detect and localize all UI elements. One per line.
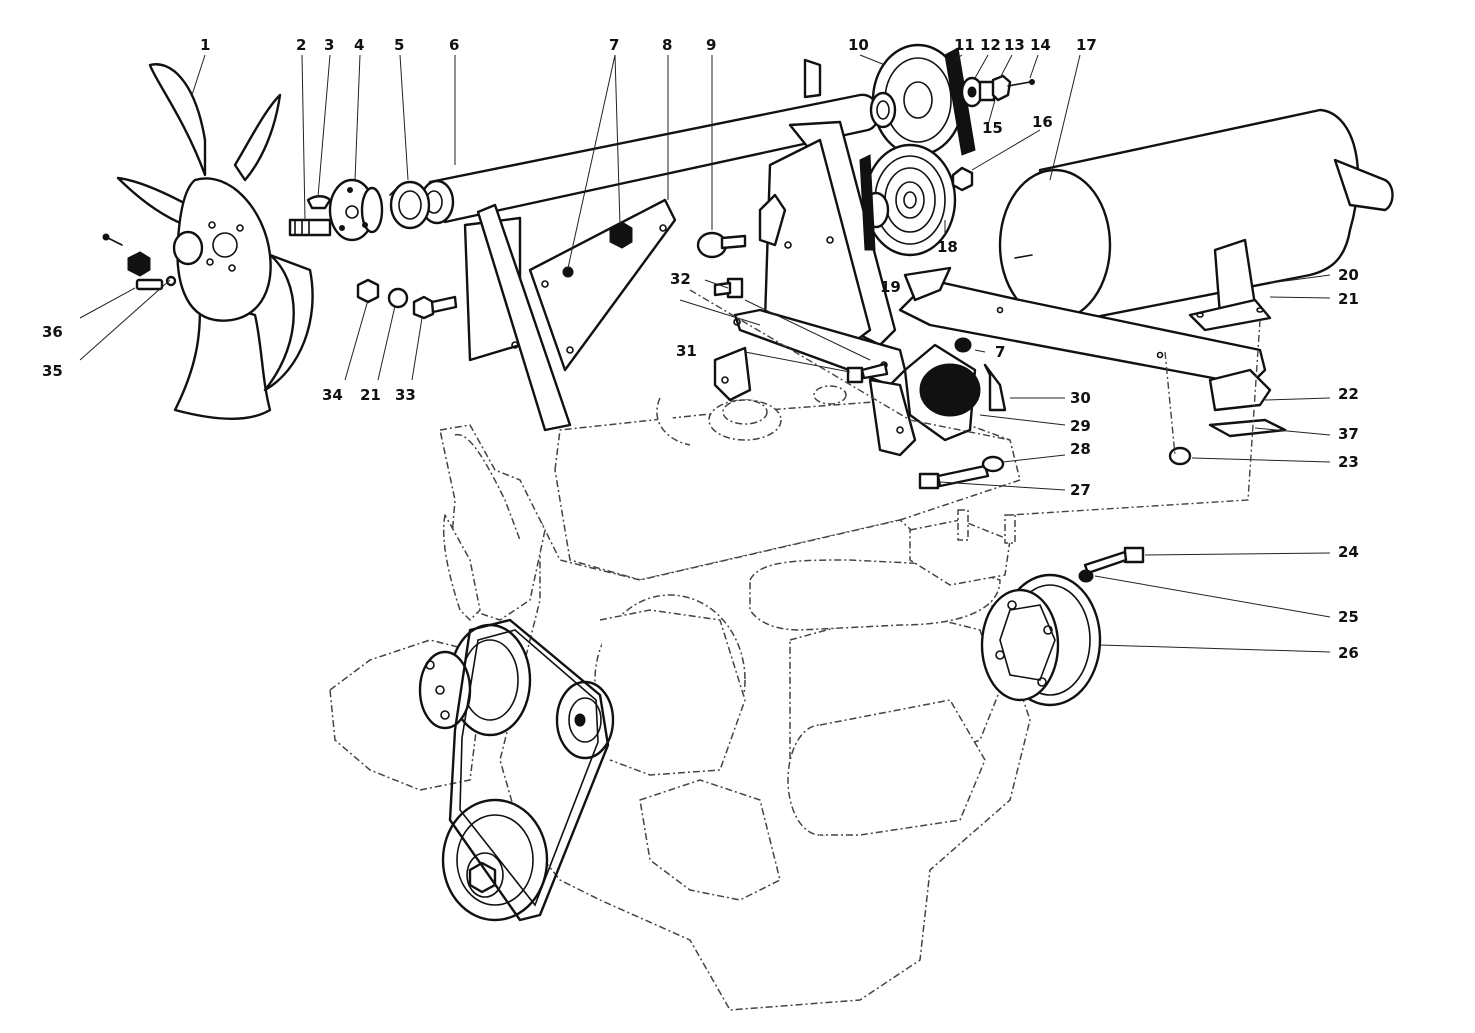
label-3: 3 [324,36,334,54]
shaft-stub [288,195,332,237]
label-5: 5 [394,36,404,54]
hub-flange [328,178,384,242]
label-27: 27 [1070,481,1091,499]
label-2: 2 [296,36,306,54]
crank-pulley [980,573,1102,707]
label-21-right: 21 [1338,290,1359,308]
left-bracket [463,198,677,432]
label-29: 29 [1070,417,1091,435]
label-21-left: 21 [360,386,381,404]
label-19: 19 [880,278,901,296]
label-28: 28 [1070,440,1091,458]
engine-block [329,385,1031,1011]
label-22: 22 [1338,385,1359,403]
label-20: 20 [1338,266,1359,284]
front-belt-drive [418,618,615,922]
label-6: 6 [449,36,459,54]
label-37: 37 [1338,425,1359,443]
part-labels: 1 2 3 4 5 6 7 8 9 10 11 12 13 14 15 16 1… [42,36,1359,662]
label-16: 16 [1032,113,1053,131]
fan-hardware [102,230,204,291]
label-4: 4 [354,36,364,54]
label-11: 11 [954,36,975,54]
label-36: 36 [42,323,63,341]
label-23: 23 [1338,453,1359,471]
bearing [389,180,431,230]
label-30: 30 [1070,389,1091,407]
pulley-hardware [951,74,1035,192]
tensioner-arm [679,299,917,457]
label-34: 34 [322,386,343,404]
label-18: 18 [937,238,958,256]
label-7-mid: 7 [995,343,1005,361]
label-26: 26 [1338,644,1359,662]
lower-pulley [859,143,957,257]
label-14: 14 [1030,36,1051,54]
label-17: 17 [1076,36,1097,54]
label-35: 35 [42,362,63,380]
insulator-mount [903,337,1007,442]
label-33: 33 [395,386,416,404]
label-9: 9 [706,36,716,54]
label-1: 1 [200,36,210,54]
label-31: 31 [676,342,697,360]
label-12: 12 [980,36,1001,54]
muffler [998,108,1394,332]
label-15: 15 [982,119,1003,137]
leader-lines [79,54,1331,653]
label-13: 13 [1004,36,1025,54]
bolts [356,231,1145,583]
label-32: 32 [670,270,691,288]
belt [944,47,976,156]
label-10: 10 [848,36,869,54]
label-8: 8 [662,36,672,54]
label-24: 24 [1338,543,1359,561]
fan [116,63,314,420]
upper-pulley [869,43,965,157]
label-25: 25 [1338,608,1359,626]
label-7-top: 7 [609,36,619,54]
